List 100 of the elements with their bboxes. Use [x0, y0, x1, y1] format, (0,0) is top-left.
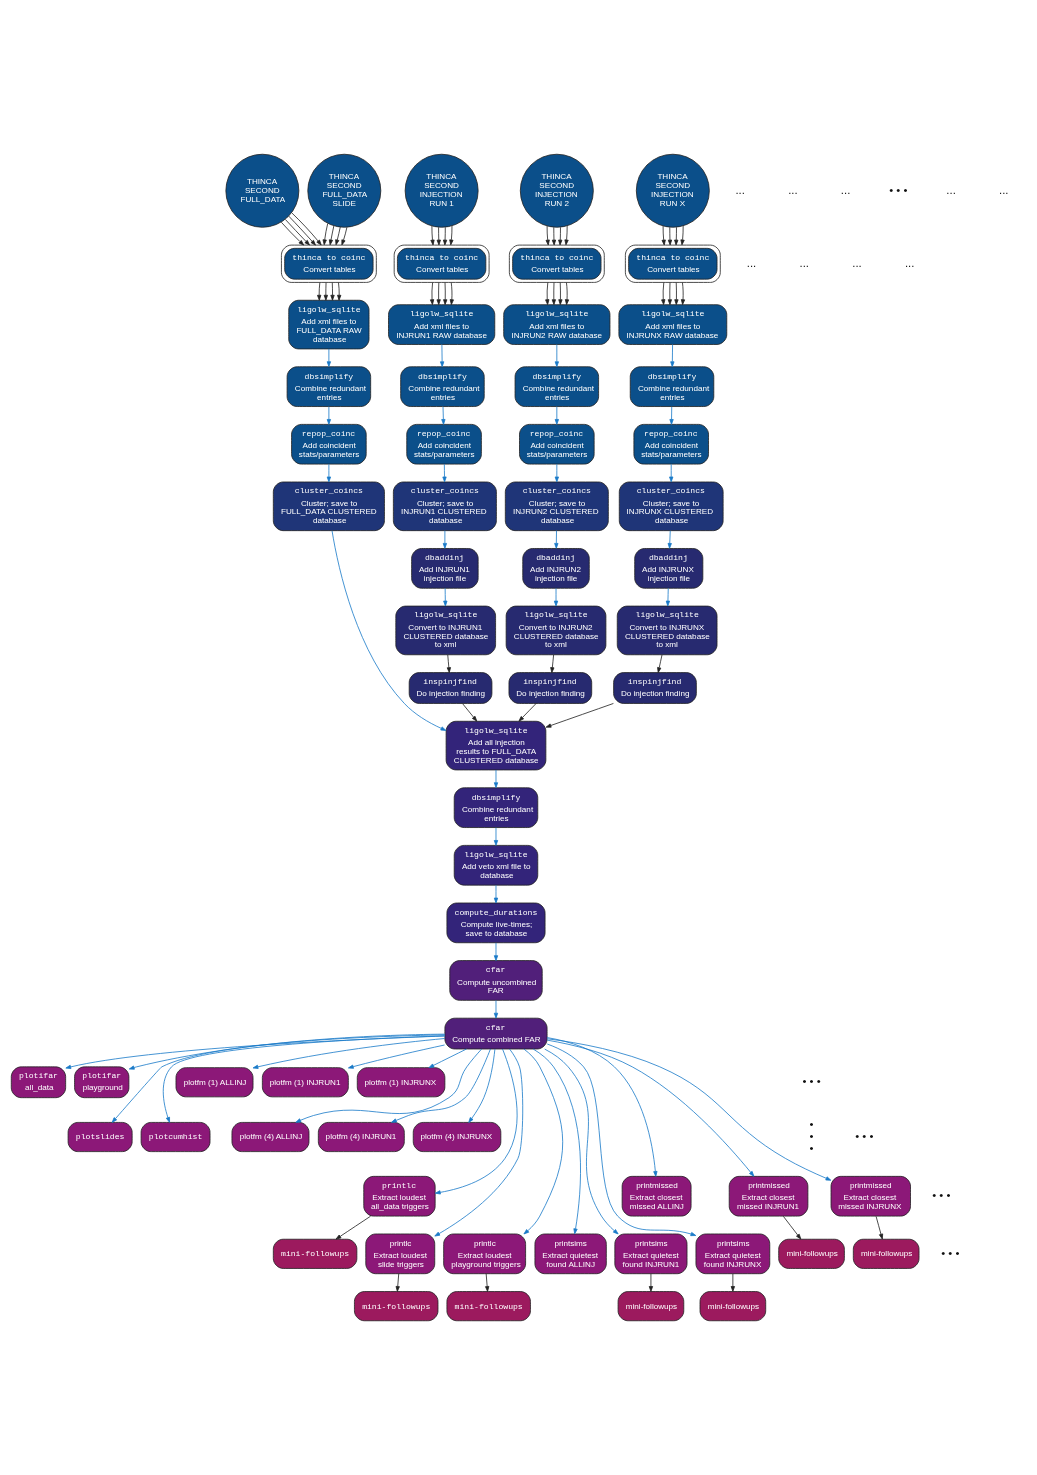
arrow — [434, 1048, 524, 1237]
arrow — [554, 530, 559, 549]
arrow — [326, 406, 331, 425]
arrow — [65, 1035, 446, 1069]
arrow — [440, 344, 445, 368]
arrow — [564, 225, 569, 246]
node-box: printsims Extract quietest found INJRUNX — [695, 1233, 771, 1275]
arrow — [493, 769, 499, 788]
arrow — [291, 212, 322, 246]
arrow — [545, 225, 550, 246]
node-box: plotfm (1) INJRUN1 — [261, 1067, 349, 1098]
arrow — [252, 1038, 446, 1069]
arrow — [532, 1048, 581, 1235]
arrow — [323, 282, 328, 301]
arrow — [564, 282, 570, 305]
arrow — [546, 1043, 697, 1237]
arrow — [295, 1048, 483, 1123]
node-box: dbaddinj Add INJRUNX injection file — [634, 548, 704, 589]
node-box: printsims Extract quietest found ALLINJ — [534, 1233, 607, 1275]
arrow — [442, 463, 447, 483]
label: • • • — [889, 183, 908, 196]
node-circle: THINCA SECOND FULL_DATA SLIDE — [307, 153, 382, 228]
arrow — [280, 221, 305, 246]
node-box: printlc Extract loudest playground triggers — [443, 1233, 526, 1275]
node-box: compute_durations Compute live-times; save to database — [446, 902, 546, 944]
arrow — [551, 226, 557, 246]
label: ... — [788, 183, 798, 196]
arrow — [553, 587, 559, 607]
arrow — [322, 223, 329, 246]
node-box: mini-followups — [778, 1238, 845, 1269]
arrow — [657, 654, 663, 673]
node-box: cluster_coincs Cluster; save to FULL_DATA CLUSTERED database — [272, 481, 385, 532]
arrow — [446, 654, 451, 673]
node-box: ligolw_sqlite Add veto xml file to database — [453, 845, 539, 886]
arrow — [551, 282, 556, 305]
arrow — [674, 282, 679, 305]
node-box: cluster_coincs Cluster; save to INJRUN1 CLUSTERED database — [392, 481, 497, 532]
node-box: plotfm (4) INJRUNX — [412, 1122, 502, 1153]
label: • • • — [855, 1130, 874, 1143]
arrow — [544, 1048, 619, 1235]
node-box: ligolw_sqlite Add all injection results to FULL_DATA CLUSTERED database — [445, 720, 547, 771]
node-box: mini-followups — [852, 1238, 920, 1269]
arrow — [493, 942, 499, 961]
label: ... — [946, 183, 956, 196]
node-box: plotfm (1) INJRUNX — [356, 1067, 446, 1098]
node-box: ligolw_sqlite Add xml files to INJRUNX RAW database — [618, 304, 728, 345]
node-box: ligolw_sqlite Convert to INJRUN1 CLUSTERED database to xml — [395, 605, 496, 656]
node-box: mini-followups — [272, 1238, 358, 1269]
node-box: plotifar playground — [74, 1066, 130, 1099]
node-box: printmissed Extract closest missed INJRUNX — [830, 1175, 911, 1217]
arrow — [493, 1000, 499, 1019]
arrow — [162, 1035, 446, 1123]
arrow — [545, 282, 550, 305]
arrow — [430, 225, 435, 246]
node-box: printmissed Extract closest missed INJRUN1 — [728, 1175, 809, 1217]
arrow — [667, 282, 672, 305]
label: • • • — [941, 1246, 960, 1259]
arrow — [436, 226, 441, 246]
arrow — [485, 1273, 490, 1292]
arrow — [680, 282, 686, 305]
label: • • • — [802, 1075, 821, 1088]
label: ... — [840, 183, 851, 196]
arrow — [648, 1273, 654, 1292]
label: • • • — [932, 1189, 951, 1202]
arrow — [493, 884, 499, 904]
arrow — [348, 1044, 445, 1069]
arrow — [468, 1048, 496, 1123]
arrow — [782, 1215, 802, 1240]
node-box: plotfm (4) ALLINJ — [231, 1122, 310, 1153]
arrow — [341, 226, 348, 246]
node-box: ligolw_sqlite Add xml files to INJRUN1 RAW database — [388, 304, 496, 345]
node-box: ligolw_sqlite Add xml files to INJRUN2 RAW database — [503, 304, 611, 345]
label: • • • — [809, 1117, 814, 1155]
arrow — [335, 1215, 372, 1240]
arrow — [328, 225, 335, 246]
node-box: mini-followups — [617, 1291, 685, 1322]
node-box: dbaddinj Add INJRUN1 injection file — [411, 548, 479, 589]
arrow — [391, 1048, 491, 1123]
arrow — [669, 406, 674, 425]
arrow — [674, 226, 679, 246]
arrow — [428, 1048, 467, 1069]
arrow — [558, 282, 563, 305]
arrow — [550, 654, 555, 673]
arrow — [554, 344, 559, 368]
node-box: inspinjfind Do injection finding — [408, 672, 493, 704]
arrow — [449, 282, 454, 305]
arrow — [670, 344, 675, 368]
node-box: repop_coinc Add coincident stats/parameters — [519, 423, 595, 465]
node-box: mini-followups — [699, 1291, 767, 1322]
arrow — [545, 703, 614, 728]
arrow — [875, 1215, 884, 1240]
arrow — [730, 1273, 735, 1292]
node-box: ligolw_sqlite Convert to INJRUNX CLUSTERED database to xml — [616, 605, 718, 656]
arrow — [667, 226, 673, 246]
arrow — [493, 827, 499, 846]
arrow — [284, 218, 310, 246]
arrow — [288, 215, 316, 246]
node-box: dbsimplify Combine redundant entries — [286, 366, 372, 407]
arrow — [331, 530, 447, 731]
arrow — [326, 463, 331, 483]
